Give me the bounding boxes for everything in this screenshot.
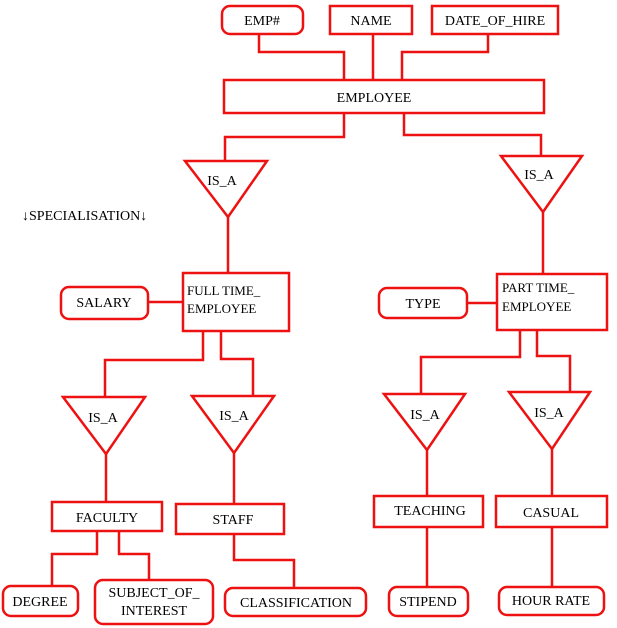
entity-staff[interactable]: STAFF <box>174 502 286 536</box>
attribute-name[interactable]: NAME <box>328 4 414 36</box>
attribute-degree[interactable]: DEGREE <box>1 584 80 618</box>
entity-casual[interactable]: CASUAL <box>494 494 609 529</box>
entity-teaching[interactable]: TEACHING <box>372 494 485 529</box>
isa-staff-label: IS_A <box>219 409 249 424</box>
isa-casual-label: IS_A <box>534 406 564 421</box>
connector-staff-classification <box>232 534 296 588</box>
attribute-date-of-hire[interactable]: DATE_OF_HIRE <box>430 4 560 36</box>
attribute-hour-rate[interactable]: HOUR RATE <box>497 585 606 617</box>
connector-fulltime-isa-faculty <box>103 331 205 398</box>
attribute-subject-label-line1: SUBJECT_OF_ <box>108 586 200 601</box>
isa-teaching-triangle[interactable]: IS_A <box>381 392 468 453</box>
isa-right-label: IS_A <box>524 168 554 183</box>
attribute-classification-label: CLASSIFICATION <box>240 596 352 611</box>
attribute-type[interactable]: TYPE <box>377 286 469 320</box>
entity-part-time-label-line1: PART TIME_ <box>502 280 575 295</box>
connector-employee-isa-left <box>223 113 346 160</box>
isa-left-triangle[interactable]: IS_A <box>182 159 270 220</box>
attribute-salary[interactable]: SALARY <box>59 285 150 321</box>
attribute-stipend-label: STIPEND <box>399 595 457 610</box>
isa-faculty-triangle[interactable]: IS_A <box>60 395 148 457</box>
attribute-type-label: TYPE <box>406 297 441 312</box>
entity-full-time-label-line1: FULL TIME_ <box>187 283 261 298</box>
attribute-degree-label: DEGREE <box>12 595 67 610</box>
attribute-stipend[interactable]: STIPEND <box>387 585 470 618</box>
entity-employee[interactable]: EMPLOYEE <box>222 78 546 115</box>
connector-fulltime-isa-staff <box>219 331 255 396</box>
entity-part-time-employee[interactable]: PART TIME_ EMPLOYEE <box>495 272 609 332</box>
isa-faculty-label: IS_A <box>88 411 118 426</box>
entity-full-time-label-line2: EMPLOYEE <box>187 301 256 316</box>
entity-faculty[interactable]: FACULTY <box>50 500 164 533</box>
connector-parttime-isa-casual <box>535 330 572 392</box>
attribute-date-of-hire-label: DATE_OF_HIRE <box>445 14 545 29</box>
isa-left-label: IS_A <box>207 174 237 189</box>
attribute-emp-no[interactable]: EMP# <box>220 4 305 36</box>
attribute-classification[interactable]: CLASSIFICATION <box>223 586 368 618</box>
entity-faculty-label: FACULTY <box>76 511 138 526</box>
connector-doh-employee <box>400 35 490 80</box>
entity-full-time-employee[interactable]: FULL TIME_ EMPLOYEE <box>181 271 291 333</box>
specialisation-label: ↓SPECIALISATION↓ <box>22 209 147 224</box>
attribute-hour-rate-label: HOUR RATE <box>512 594 590 609</box>
attribute-subject-of-interest[interactable]: SUBJECT_OF_ INTEREST <box>93 578 215 626</box>
connectors <box>50 34 572 588</box>
connector-parttime-isa-teaching <box>419 330 522 393</box>
attribute-name-label: NAME <box>350 14 391 29</box>
isa-right-triangle[interactable]: IS_A <box>498 154 585 215</box>
entity-part-time-label-line2: EMPLOYEE <box>502 299 571 314</box>
entity-employee-label: EMPLOYEE <box>337 91 412 106</box>
entity-staff-label: STAFF <box>213 513 254 528</box>
isa-casual-triangle[interactable]: IS_A <box>506 390 593 452</box>
isa-teaching-label: IS_A <box>410 408 440 423</box>
attribute-subject-label-line2: INTEREST <box>121 604 188 619</box>
entity-casual-label: CASUAL <box>523 506 579 521</box>
attribute-salary-label: SALARY <box>76 296 131 311</box>
attribute-emp-no-label: EMP# <box>244 14 280 29</box>
connector-faculty-subject <box>117 531 151 580</box>
connector-empno-employee <box>257 34 346 80</box>
isa-staff-triangle[interactable]: IS_A <box>189 394 277 456</box>
connector-employee-isa-right <box>402 113 543 156</box>
entity-teaching-label: TEACHING <box>394 504 466 519</box>
connector-faculty-degree <box>50 531 99 586</box>
